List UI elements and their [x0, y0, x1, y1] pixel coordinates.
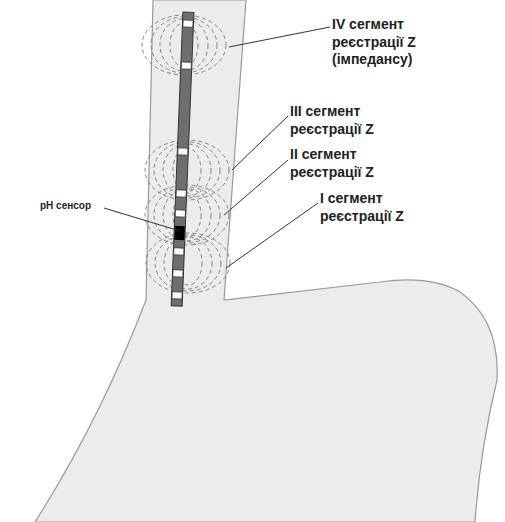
segment-label: II сегмент реєстрації Z [290, 146, 422, 181]
electrode [176, 190, 186, 197]
electrode [181, 62, 191, 69]
electrode [183, 20, 193, 27]
field-line [146, 233, 230, 293]
ph-sensor [174, 226, 185, 240]
electrode [178, 148, 188, 155]
field-line [164, 237, 212, 289]
electrode [174, 248, 184, 255]
electrode [173, 270, 183, 277]
electrode [172, 292, 182, 299]
sensor-label: pH сенсор [40, 200, 91, 213]
segment-label: IV сегмент реєстрації Z (імпедансу) [332, 16, 464, 69]
segment-label: I сегмент реєстрації Z [320, 190, 452, 225]
field-line [155, 235, 221, 291]
electrode [175, 210, 185, 217]
organ-outline [35, 0, 497, 522]
segment-label: III сегмент реєстрації Z [290, 103, 422, 138]
catheter [171, 12, 194, 306]
